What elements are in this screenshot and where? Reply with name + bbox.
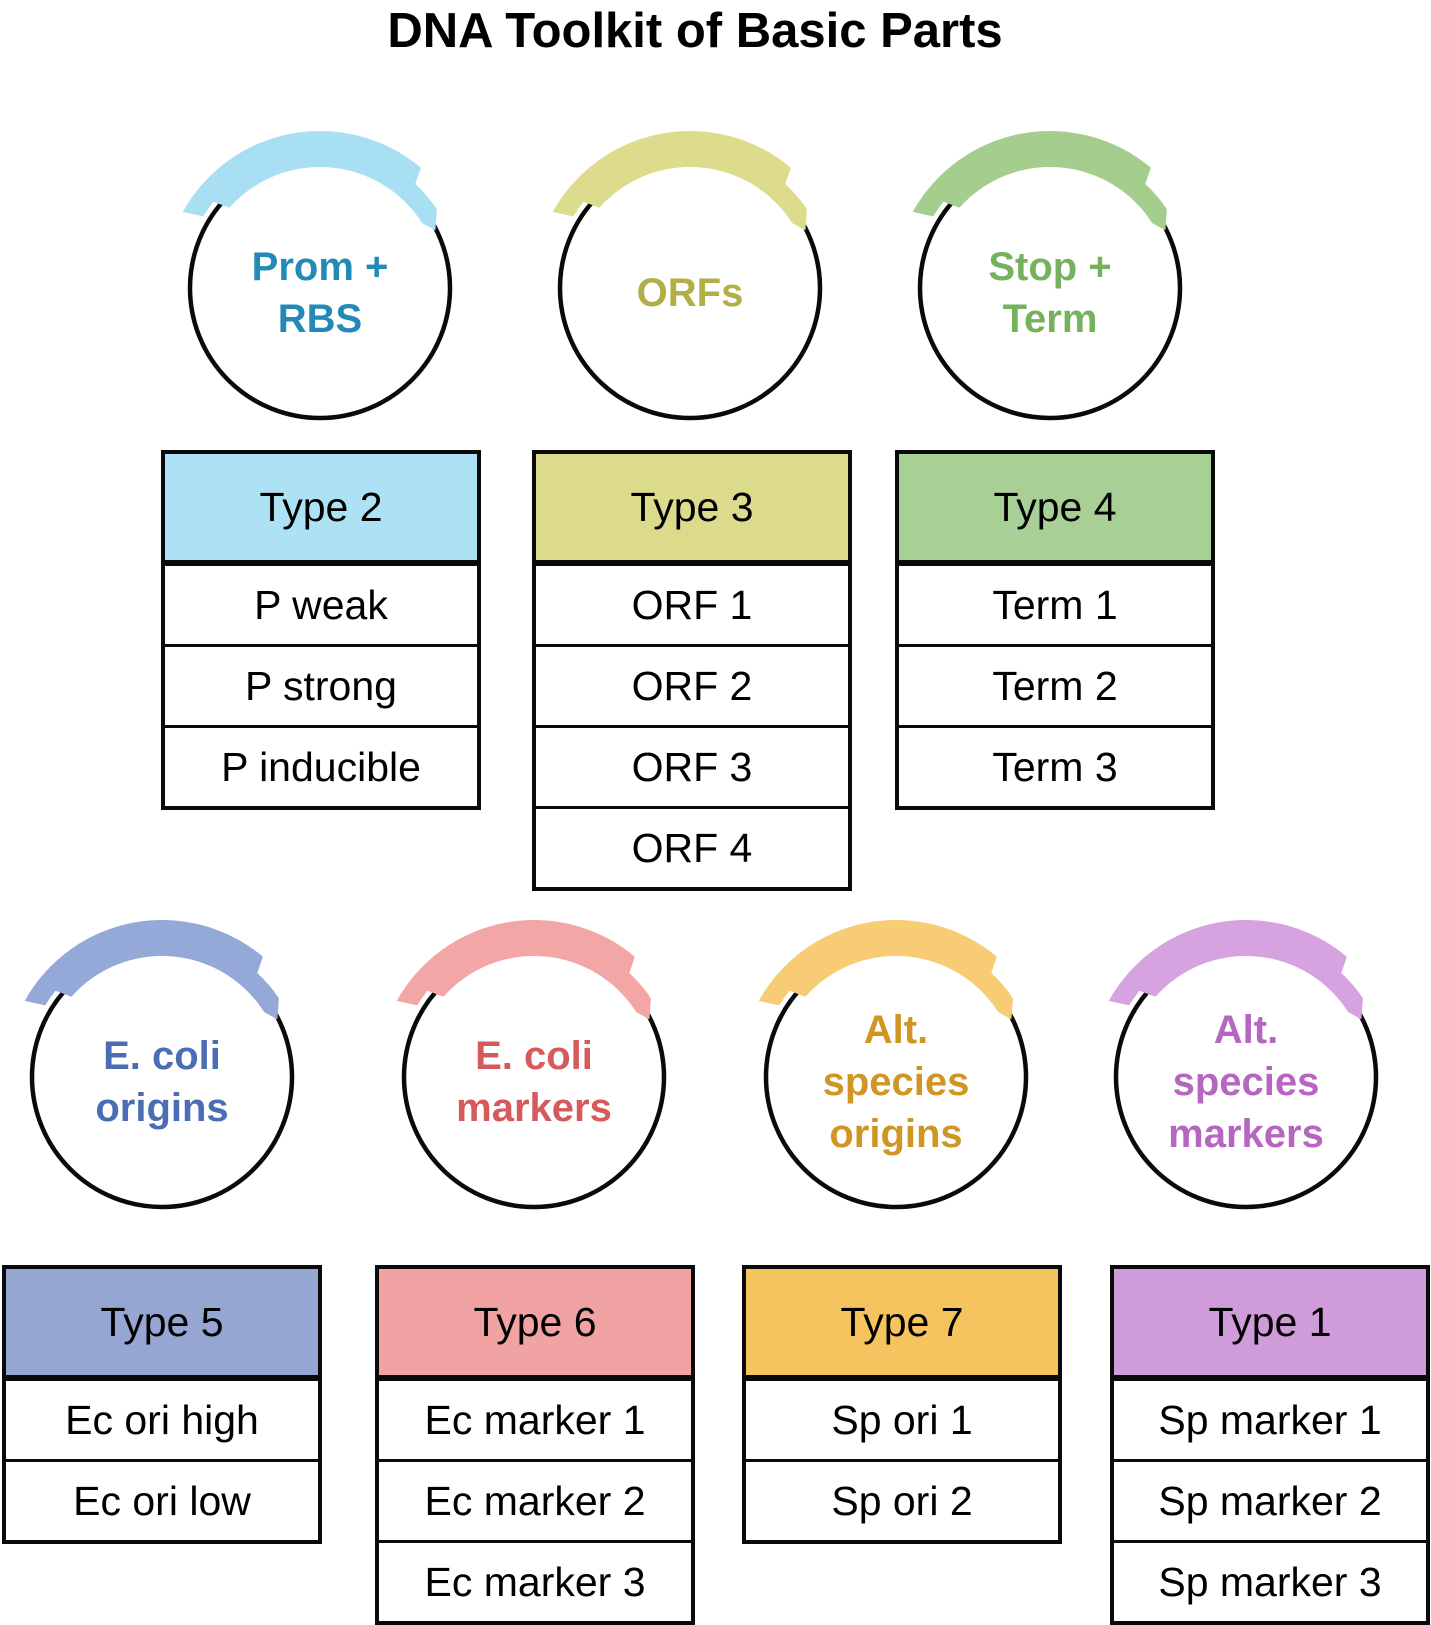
annotation-arc-icon <box>24 920 279 1020</box>
table-header: Type 3 <box>536 454 848 566</box>
table-row: Ec marker 3 <box>379 1540 691 1621</box>
table-header: Type 4 <box>899 454 1211 566</box>
plasmid-circle-icon <box>758 920 1029 1210</box>
plasmid-circle-icon <box>1108 920 1379 1210</box>
annotation-arc-icon <box>182 131 437 231</box>
plasmid-label: Alt. species origins <box>822 1008 970 1156</box>
table-row: Ec marker 2 <box>379 1459 691 1540</box>
table-row: Term 1 <box>899 566 1211 644</box>
table-header: Type 5 <box>6 1269 318 1381</box>
table-row: Term 3 <box>899 725 1211 806</box>
plasmid-circle-icon <box>182 131 453 421</box>
annotation-arc-icon <box>396 920 651 1020</box>
annotation-arc-icon <box>758 920 1013 1020</box>
plasmid-circle-icon <box>552 131 823 421</box>
table-row: Sp ori 2 <box>746 1459 1058 1540</box>
plasmid-orfs: ORFs <box>520 113 860 453</box>
annotation-arc-icon <box>912 131 1167 231</box>
plasmid-prom-rbs: Prom + RBS <box>150 113 490 453</box>
plasmid-ecoli-origins: E. coli origins <box>0 902 332 1242</box>
table-row: Sp marker 1 <box>1114 1381 1426 1459</box>
table-row: Ec ori high <box>6 1381 318 1459</box>
plasmid-circle-icon <box>912 131 1183 421</box>
annotation-arc-icon <box>552 131 807 231</box>
table-row: P strong <box>165 644 477 725</box>
table-header: Type 7 <box>746 1269 1058 1381</box>
table-header: Type 2 <box>165 454 477 566</box>
table-row: P weak <box>165 566 477 644</box>
plasmid-label: Stop + Term <box>988 245 1112 341</box>
table-row: ORF 2 <box>536 644 848 725</box>
plasmid-ecoli-markers: E. coli markers <box>364 902 704 1242</box>
table-row: ORF 1 <box>536 566 848 644</box>
table-row: ORF 3 <box>536 725 848 806</box>
plasmid-alt-species-origins: Alt. species origins <box>726 902 1066 1242</box>
table-row: Ec marker 1 <box>379 1381 691 1459</box>
annotation-arc-icon <box>1108 920 1363 1020</box>
plasmid-alt-species-markers: Alt. species markers <box>1076 902 1416 1242</box>
table-row: Sp marker 3 <box>1114 1540 1426 1621</box>
page-title: DNA Toolkit of Basic Parts <box>387 4 1003 58</box>
table-row: Sp marker 2 <box>1114 1459 1426 1540</box>
table-row: Sp ori 1 <box>746 1381 1058 1459</box>
plasmid-label: E. coli origins <box>95 1034 229 1130</box>
table-header: Type 1 <box>1114 1269 1426 1381</box>
table-row: ORF 4 <box>536 806 848 887</box>
plasmid-label: Alt. species markers <box>1168 1008 1324 1156</box>
plasmid-circle-icon <box>396 920 667 1210</box>
plasmid-label: Prom + RBS <box>251 245 389 341</box>
plasmid-stop-term: Stop + Term <box>880 113 1220 453</box>
table-row: Term 2 <box>899 644 1211 725</box>
table-row: P inducible <box>165 725 477 806</box>
plasmid-label: E. coli markers <box>456 1034 612 1130</box>
plasmid-circle-icon <box>24 920 295 1210</box>
table-row: Ec ori low <box>6 1459 318 1540</box>
plasmid-label: ORFs <box>636 271 744 315</box>
table-header: Type 6 <box>379 1269 691 1381</box>
